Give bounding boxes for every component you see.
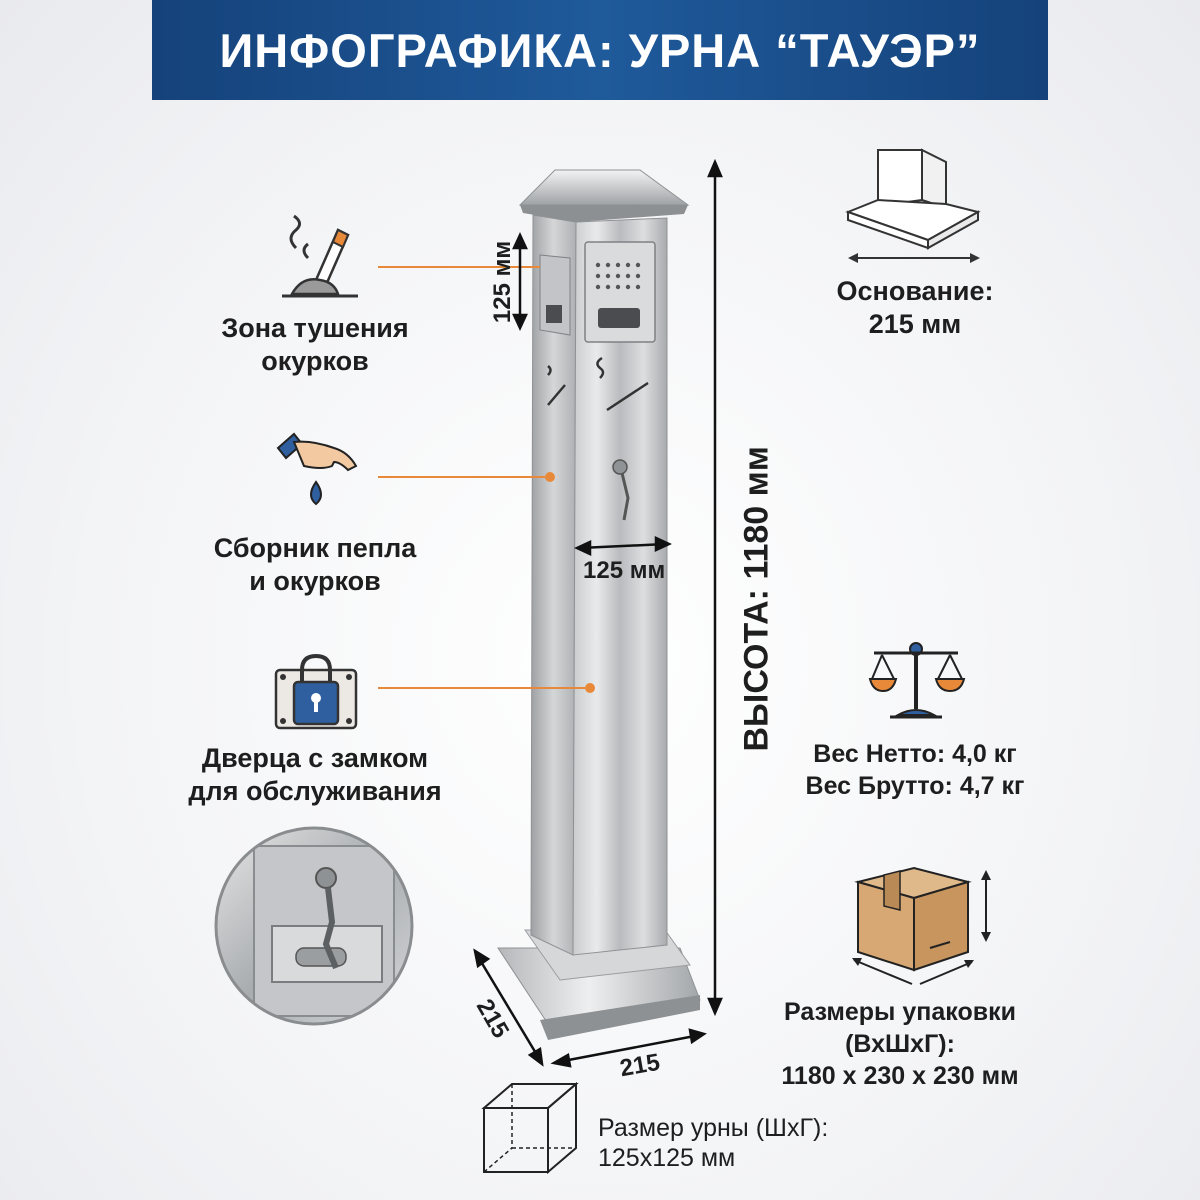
feature-ash-collector-label: Сборник пепла и окурков [213,533,417,596]
page-title: ИНФОГРАФИКА: УРНА “ТАУЭР” [219,23,981,77]
base-icon [845,148,981,263]
padlock-icon [274,653,358,730]
cigarette-icon [282,214,358,298]
base-label: Основание: 215 мм [836,276,994,339]
package-label: Размеры упаковки (ВхШхГ): 1180 х 230 х 2… [781,998,1019,1090]
height-label: ВЫСОТА: 1180 мм [737,446,776,752]
hand-drop-icon [276,432,358,506]
feature-door-label: Дверца с замком для обслуживания [188,743,442,806]
box-icon [852,866,991,985]
title-banner: ИНФОГРАФИКА: УРНА “ТАУЭР” [152,0,1048,100]
feature-extinguish-label: Зона тушения окурков [221,313,409,376]
slot-height-label: 125 мм [489,240,516,324]
door-lock-closeup [214,826,414,1026]
body-width-label: 125 мм [583,557,666,584]
urn-size-label: Размер урны (ШхГ): 125х125 мм [598,1114,829,1172]
cube-icon [481,1081,579,1175]
weight-label: Вес Нетто: 4,0 кг Вес Брутто: 4,7 кг [805,740,1025,800]
scales-icon [868,642,966,719]
